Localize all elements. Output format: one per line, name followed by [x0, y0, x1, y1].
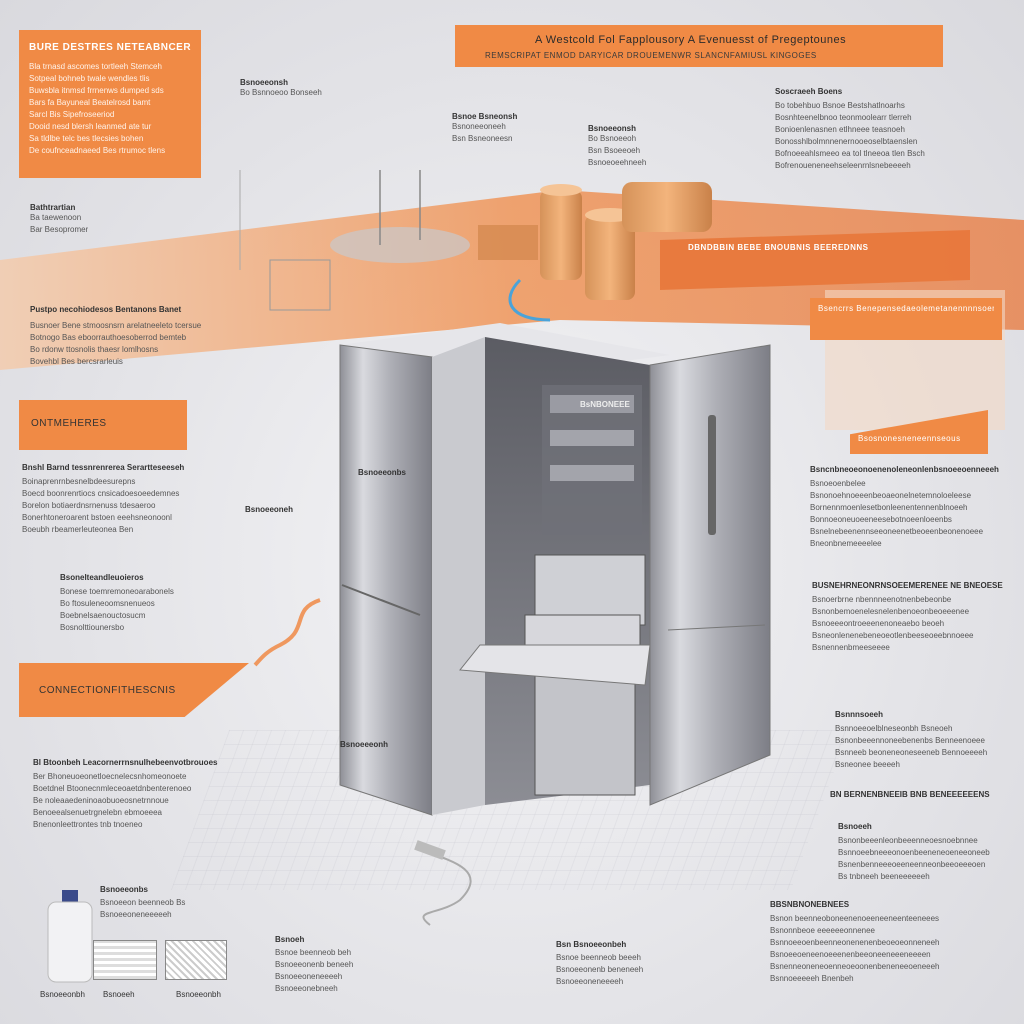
- bottle-icon: [47, 890, 93, 983]
- right-callout-1: DBNDBBIN BEBE BNOUBNIS BEEREDNNS: [688, 243, 869, 252]
- left-block-5: Bl Btoonbeh Leacornerrnsnulhebeenvotbrou…: [33, 758, 218, 829]
- drawer-1: [534, 554, 646, 626]
- bottom-label-3: Bsn Bsnoeeonbeh Bsnoe beenneob beeeh Bsn…: [556, 940, 644, 986]
- filter-panel-1: [93, 940, 157, 980]
- right-callout-2: Bsencrrs Benepensedaeolemetanennnnsoens: [818, 304, 994, 313]
- interior-label: BsNBONEEE: [580, 400, 630, 409]
- right-block-2: Bsncnbneoeonoenenoleneonlenbsnoeeoenneee…: [810, 465, 999, 548]
- callout-bottom-left: CONNECTIONFITHESCNIS: [19, 663, 249, 717]
- top-left-panel-title: BURE DESTRES NETEABNCERES: [29, 42, 191, 53]
- orange-cylinder-2: [585, 215, 635, 300]
- left-small-label: Bathtrartian Ba taewenoon Bar Besopromer: [30, 203, 89, 234]
- orange-block-1: [622, 182, 712, 232]
- left-block-3: Bnshl Barnd tessnrenrerea Serartteseeseh…: [22, 463, 185, 534]
- bottom-label-1: Bsnoeeonbs Bsnoeeon beenneob Bs Bsnoeeon…: [100, 885, 186, 919]
- right-panel-1: Soscraeeh Boens Bo tobehbuo Bsnoe Bestsh…: [775, 87, 925, 170]
- orange-cylinder-1: [540, 190, 582, 280]
- right-callout-3: Bsosnonesneneennseous: [858, 434, 961, 443]
- orange-flow-swirl: [253, 598, 321, 667]
- filter-panel-2: [165, 940, 227, 980]
- pull-out-shelf: [459, 644, 651, 686]
- title-banner: A Westcold Fol Fapplousory A Evenuesst o…: [455, 25, 943, 67]
- left-block-4: Bsonelteandleuoieros Bonese toemremoneoa…: [60, 573, 174, 632]
- right-door-handle: [708, 415, 716, 535]
- banner-title: A Westcold Fol Fapplousory A Evenuesst o…: [535, 34, 847, 46]
- water-line: [508, 278, 551, 322]
- right-block-5: Bsnoeeh Bsnonbeeenleonbeeenneoesnoebnnee…: [838, 822, 990, 881]
- bottom-caption-2: Bsnoeeh: [103, 990, 135, 999]
- right-callout-2-box: Bsencrrs Benepensedaeolemetanennnnsoens: [810, 298, 1002, 340]
- countertop-band: [0, 190, 1024, 370]
- side-label-1: Bsnoeeeonh: [340, 740, 389, 749]
- orange-block-2: [478, 225, 538, 260]
- side-label-2: Bsnoeeoneh: [245, 505, 294, 514]
- refrigerator: [339, 323, 771, 816]
- top-left-panel-lines: Bla trnasd ascomes tortleeh Stemceh Sotp…: [29, 62, 166, 155]
- diagram-label-a: Bsnoeeonsh Bo Bsnnoeoo Bonseeh: [240, 78, 322, 97]
- door-label: Bsnoeeonbs: [358, 468, 407, 477]
- bottom-label-2: Bsnoeh Bsnoe beenneob beh Bsnoeeonenb be…: [275, 935, 354, 993]
- right-door: [649, 344, 771, 806]
- bottom-caption-3: Bsnoeeonbh: [176, 990, 221, 999]
- base-plate: [330, 227, 470, 263]
- top-left-panel: BURE DESTRES NETEABNCERES Bla trnasd asc…: [19, 30, 201, 178]
- right-block-3: BUSNEHRNEONRNSOEEMERENEE NE BNEOESE Bsno…: [812, 581, 1003, 652]
- callout-ontmeheres: ONTMEHERES: [19, 400, 187, 450]
- right-block-6: BBSNBNONEBNEES Bsnon beenneoboneenenoeen…: [770, 900, 940, 983]
- right-callout-4: BN BERNENBNEEIB BNB BENEEEEEENS: [830, 790, 990, 799]
- diagram-label-c: Bsnoeeonsh Bo Bsnoeeoh Bsn Bsoeeoeh Bsno…: [588, 124, 647, 167]
- right-block-4: Bsnnnsoeeh Bsnnoeeoelblneseonbh Bsneoeh …: [835, 710, 988, 769]
- banner-subtitle: REMSCRIPAT ENMOD DARYICAR DROUEMENWR SLA…: [485, 51, 817, 60]
- countertop-shelf: [660, 230, 970, 290]
- drawer-2: [534, 674, 636, 796]
- diagram-label-b: Bsnoe Bsneonsh Bsnoneeoneeh Bsn Bsneonee…: [452, 112, 518, 143]
- bottom-caption-1: Bsnoeeonbh: [40, 990, 85, 999]
- power-cable: [414, 840, 472, 926]
- left-block-2: Pustpo necohiodesos Bentanons Banet Busn…: [30, 305, 202, 366]
